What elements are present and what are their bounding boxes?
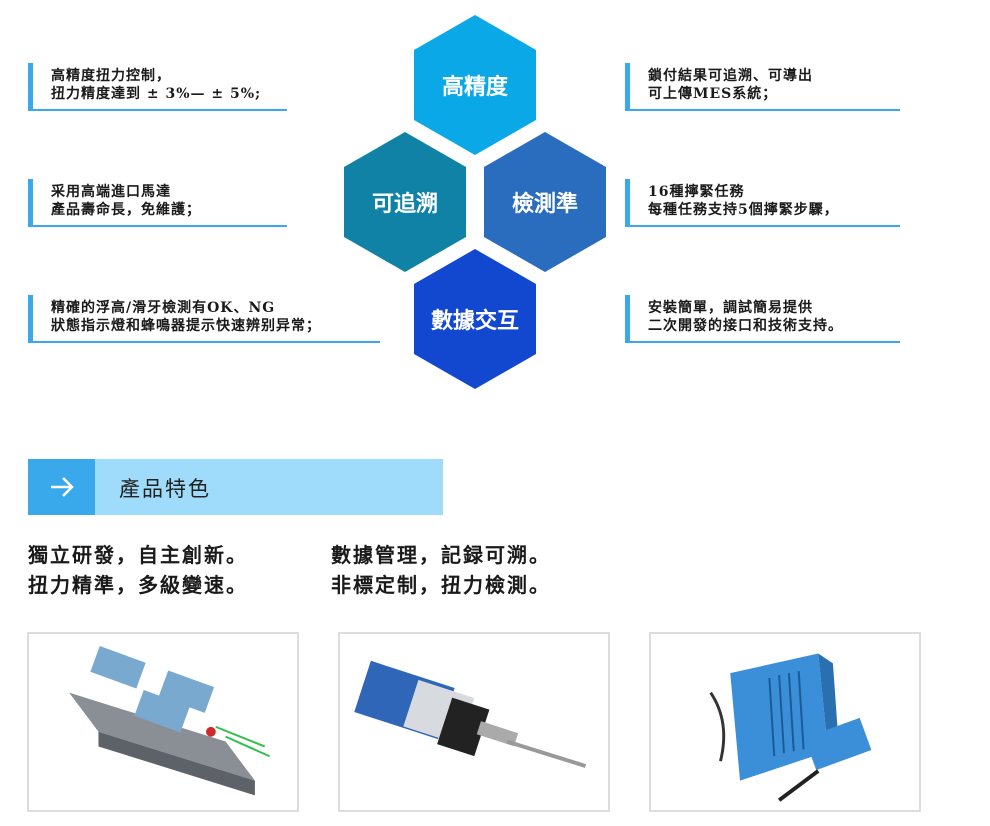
hex-data-exchange: 數據交互 <box>414 249 536 389</box>
hex-high-precision: 高精度 <box>414 15 536 155</box>
feature-item: 扭力精準，多級變速。 <box>28 573 248 597</box>
section-title: 產品特色 <box>119 477 211 501</box>
features-col-2: 數據管理，記録可溯。 非標定制，扭力檢測。 <box>331 540 551 600</box>
hex-label: 數據交互 <box>430 309 519 334</box>
note-line: 可上傳MES系統； <box>648 86 778 102</box>
feature-item: 數據管理，記録可溯。 <box>331 543 551 567</box>
arrow-right-icon <box>28 459 95 515</box>
note-line: 高精度扭力控制， <box>51 68 171 84</box>
hex-accurate-detection: 檢測準 <box>484 132 606 272</box>
note-line: 鎖付結果可追溯、可導出 <box>648 68 813 84</box>
product-image-rail-system <box>27 632 299 812</box>
note-line: 產品壽命長，免維護； <box>51 202 201 218</box>
note-line: 16種擰緊任務 <box>648 184 745 200</box>
hex-label: 可追溯 <box>371 192 438 217</box>
product-image-controller <box>649 632 921 812</box>
note-tasks: 16種擰緊任務每種任務支持5個擰緊步驟， <box>625 179 900 227</box>
note-line: 每種任務支持5個擰緊步驟， <box>648 202 839 218</box>
feature-item: 獨立研發，自主創新。 <box>28 543 248 567</box>
features-col-1: 獨立研發，自主創新。 扭力精準，多級變速。 <box>28 540 248 600</box>
note-traceable: 鎖付結果可追溯、可導出可上傳MES系統； <box>625 63 900 111</box>
note-line: 二次開發的接口和技術支持。 <box>648 318 843 334</box>
note-line: 精確的浮高/滑牙檢測有OK、NG <box>51 300 276 316</box>
hex-label: 檢測準 <box>511 192 578 217</box>
note-precision: 高精度扭力控制， 扭力精度達到 ± 3%— ± 5%; <box>28 63 287 111</box>
note-line: 狀態指示燈和蜂鳴器提示快速辨别异常； <box>51 318 321 334</box>
product-image-screwdriver <box>338 632 610 812</box>
hex-label: 高精度 <box>441 75 508 100</box>
note-install: 安裝簡單，調試簡易提供二次開發的接口和技術支持。 <box>625 295 900 343</box>
note-line: 安裝簡單，調試簡易提供 <box>648 300 813 316</box>
note-line: 扭力精度達到 ± 3%— ± 5%; <box>51 86 262 102</box>
section-banner: 產品特色 <box>28 459 443 515</box>
note-motor: 采用高端進口馬達產品壽命長，免維護； <box>28 179 287 227</box>
note-detection: 精確的浮高/滑牙檢測有OK、NG 狀態指示燈和蜂鳴器提示快速辨别异常； <box>28 295 380 343</box>
note-line: 采用高端進口馬達 <box>51 184 171 200</box>
hex-traceable: 可追溯 <box>344 132 466 272</box>
feature-item: 非標定制，扭力檢測。 <box>331 573 551 597</box>
